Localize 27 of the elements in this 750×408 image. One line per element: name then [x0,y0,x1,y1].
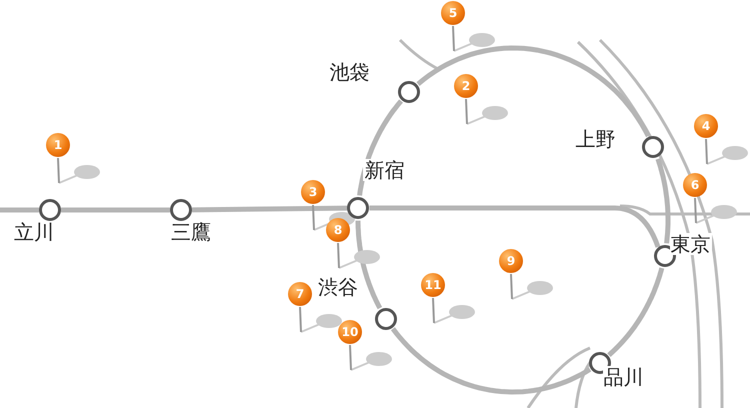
map-pin: 1 [46,133,70,157]
map-pin: 9 [499,249,523,273]
rail-line [369,206,660,248]
map-pin: 10 [338,320,362,344]
station-label: 東京 [670,232,712,255]
station-label: 渋谷 [317,276,360,298]
map-pin: 7 [288,282,312,306]
map-pin: 11 [421,273,445,297]
rail-line [416,46,650,138]
rail-line [0,208,39,212]
station-label: 上野 [574,128,616,150]
map-pin: 8 [326,218,350,242]
station-label: 池袋 [328,61,370,84]
map-pin: 2 [454,74,478,98]
station-label: 三鷹 [170,221,212,243]
rail-line [192,206,348,212]
rail-line [357,99,404,196]
map-pin: 6 [683,173,707,197]
rail-line [656,158,670,244]
map-pin: 4 [694,114,718,138]
rail-line [61,208,170,212]
map-pin: 5 [441,1,465,25]
map-pin: 3 [301,180,325,204]
station-label: 新宿 [363,159,406,181]
rail-line [607,267,664,358]
rail-line [356,220,382,310]
rail-line [390,327,592,394]
